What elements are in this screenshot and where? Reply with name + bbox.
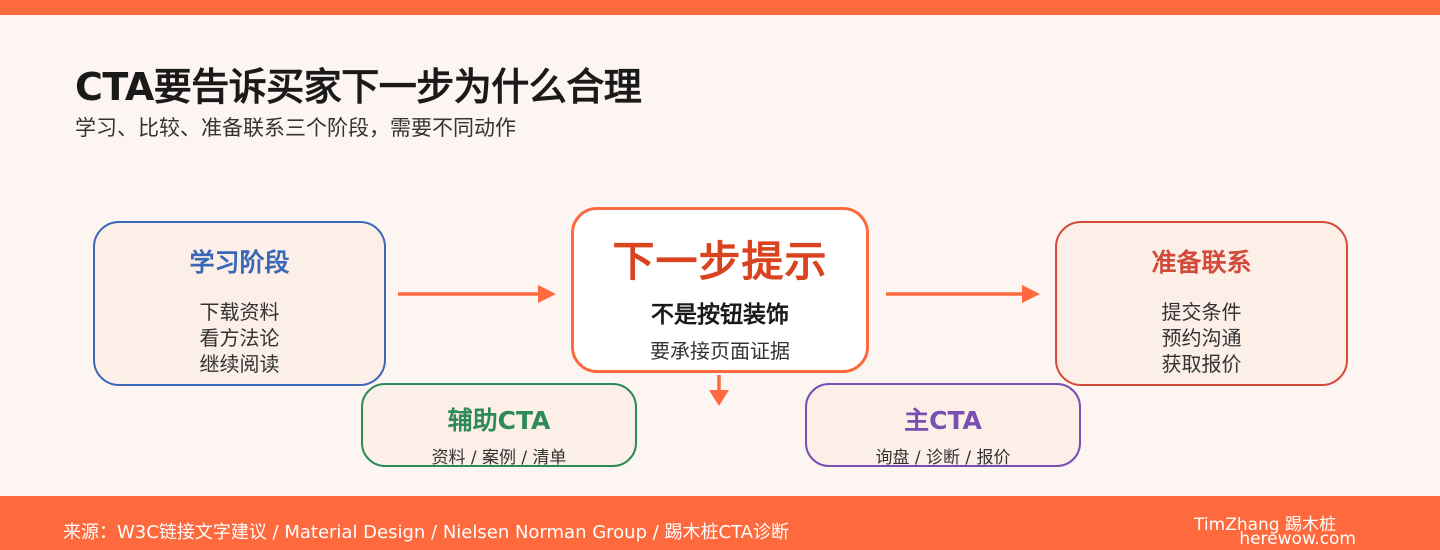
arrow-next-to-contact: [886, 285, 1040, 303]
aux-cta-title: 辅助CTA: [447, 406, 551, 435]
top-accent-bar: [0, 0, 1440, 15]
learn-stage-item: 下载资料: [199, 300, 280, 324]
learn-stage-item: 继续阅读: [199, 352, 280, 376]
footer-source: 来源：W3C链接文字建议 / Material Design / Nielsen…: [63, 522, 789, 543]
footer-bar: [0, 496, 1440, 550]
contact-stage-item: 获取报价: [1161, 352, 1242, 376]
learn-stage-item: 看方法论: [199, 326, 280, 350]
aux-cta-detail: 资料 / 案例 / 清单: [431, 448, 567, 468]
contact-stage-title: 准备联系: [1151, 248, 1252, 277]
learn-stage-box: 学习阶段 下载资料 看方法论 继续阅读: [93, 221, 386, 386]
next-step-note: 要承接页面证据: [650, 339, 790, 363]
next-step-subtitle: 不是按钮装饰: [651, 302, 789, 328]
learn-stage-title: 学习阶段: [189, 248, 290, 277]
arrow-learn-to-next: [398, 285, 556, 303]
page-title: CTA要告诉买家下一步为什么合理: [75, 65, 642, 109]
aux-cta-box: 辅助CTA 资料 / 案例 / 清单: [361, 383, 637, 468]
main-cta-title: 主CTA: [904, 406, 982, 435]
next-step-box: 下一步提示 不是按钮装饰 要承接页面证据: [571, 207, 869, 373]
contact-stage-item: 提交条件: [1161, 300, 1242, 324]
footer-site: herewow.com: [1239, 529, 1356, 549]
contact-stage-box: 准备联系 提交条件 预约沟通 获取报价: [1055, 221, 1348, 386]
next-step-title: 下一步提示: [612, 237, 828, 286]
main-cta-detail: 询盘 / 诊断 / 报价: [875, 448, 1011, 468]
contact-stage-item: 预约沟通: [1161, 326, 1242, 350]
arrow-next-down: [709, 375, 729, 406]
page-subtitle: 学习、比较、准备联系三个阶段，需要不同动作: [75, 116, 516, 140]
main-cta-box: 主CTA 询盘 / 诊断 / 报价: [805, 383, 1081, 468]
footer-author: TimZhang 踢木桩: [1194, 515, 1336, 535]
